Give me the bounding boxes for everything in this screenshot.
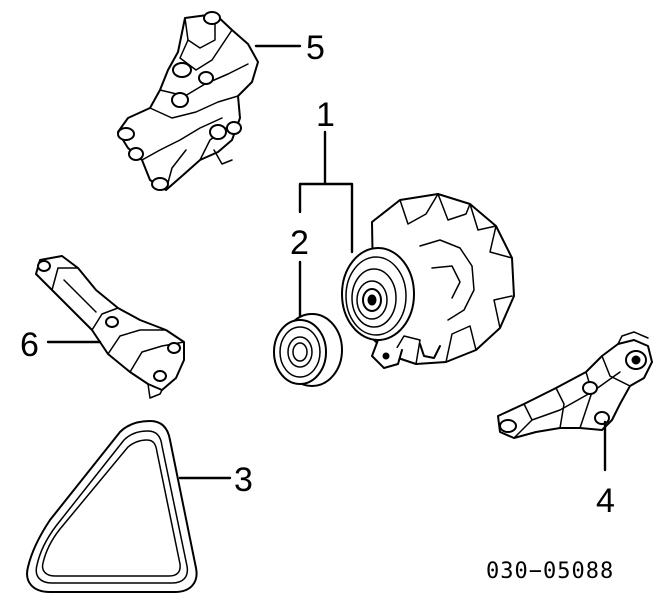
part-4-lower-bracket: [497, 331, 653, 439]
callout-4: 4: [596, 482, 615, 520]
part-6-side-bracket: [35, 255, 185, 399]
part-3-drive-belt: [26, 420, 198, 593]
part-number: 030−05088: [486, 559, 614, 584]
callout-3: 3: [234, 461, 253, 499]
callout-5: 5: [306, 29, 325, 67]
leader-1-branch: [298, 182, 354, 254]
part-5-upper-bracket: [117, 11, 259, 191]
callout-2: 2: [290, 224, 309, 262]
callout-1: 1: [316, 96, 335, 134]
part-1-alternator: [341, 193, 515, 369]
part-2-pulley: [273, 313, 343, 387]
callout-6: 6: [20, 326, 39, 364]
